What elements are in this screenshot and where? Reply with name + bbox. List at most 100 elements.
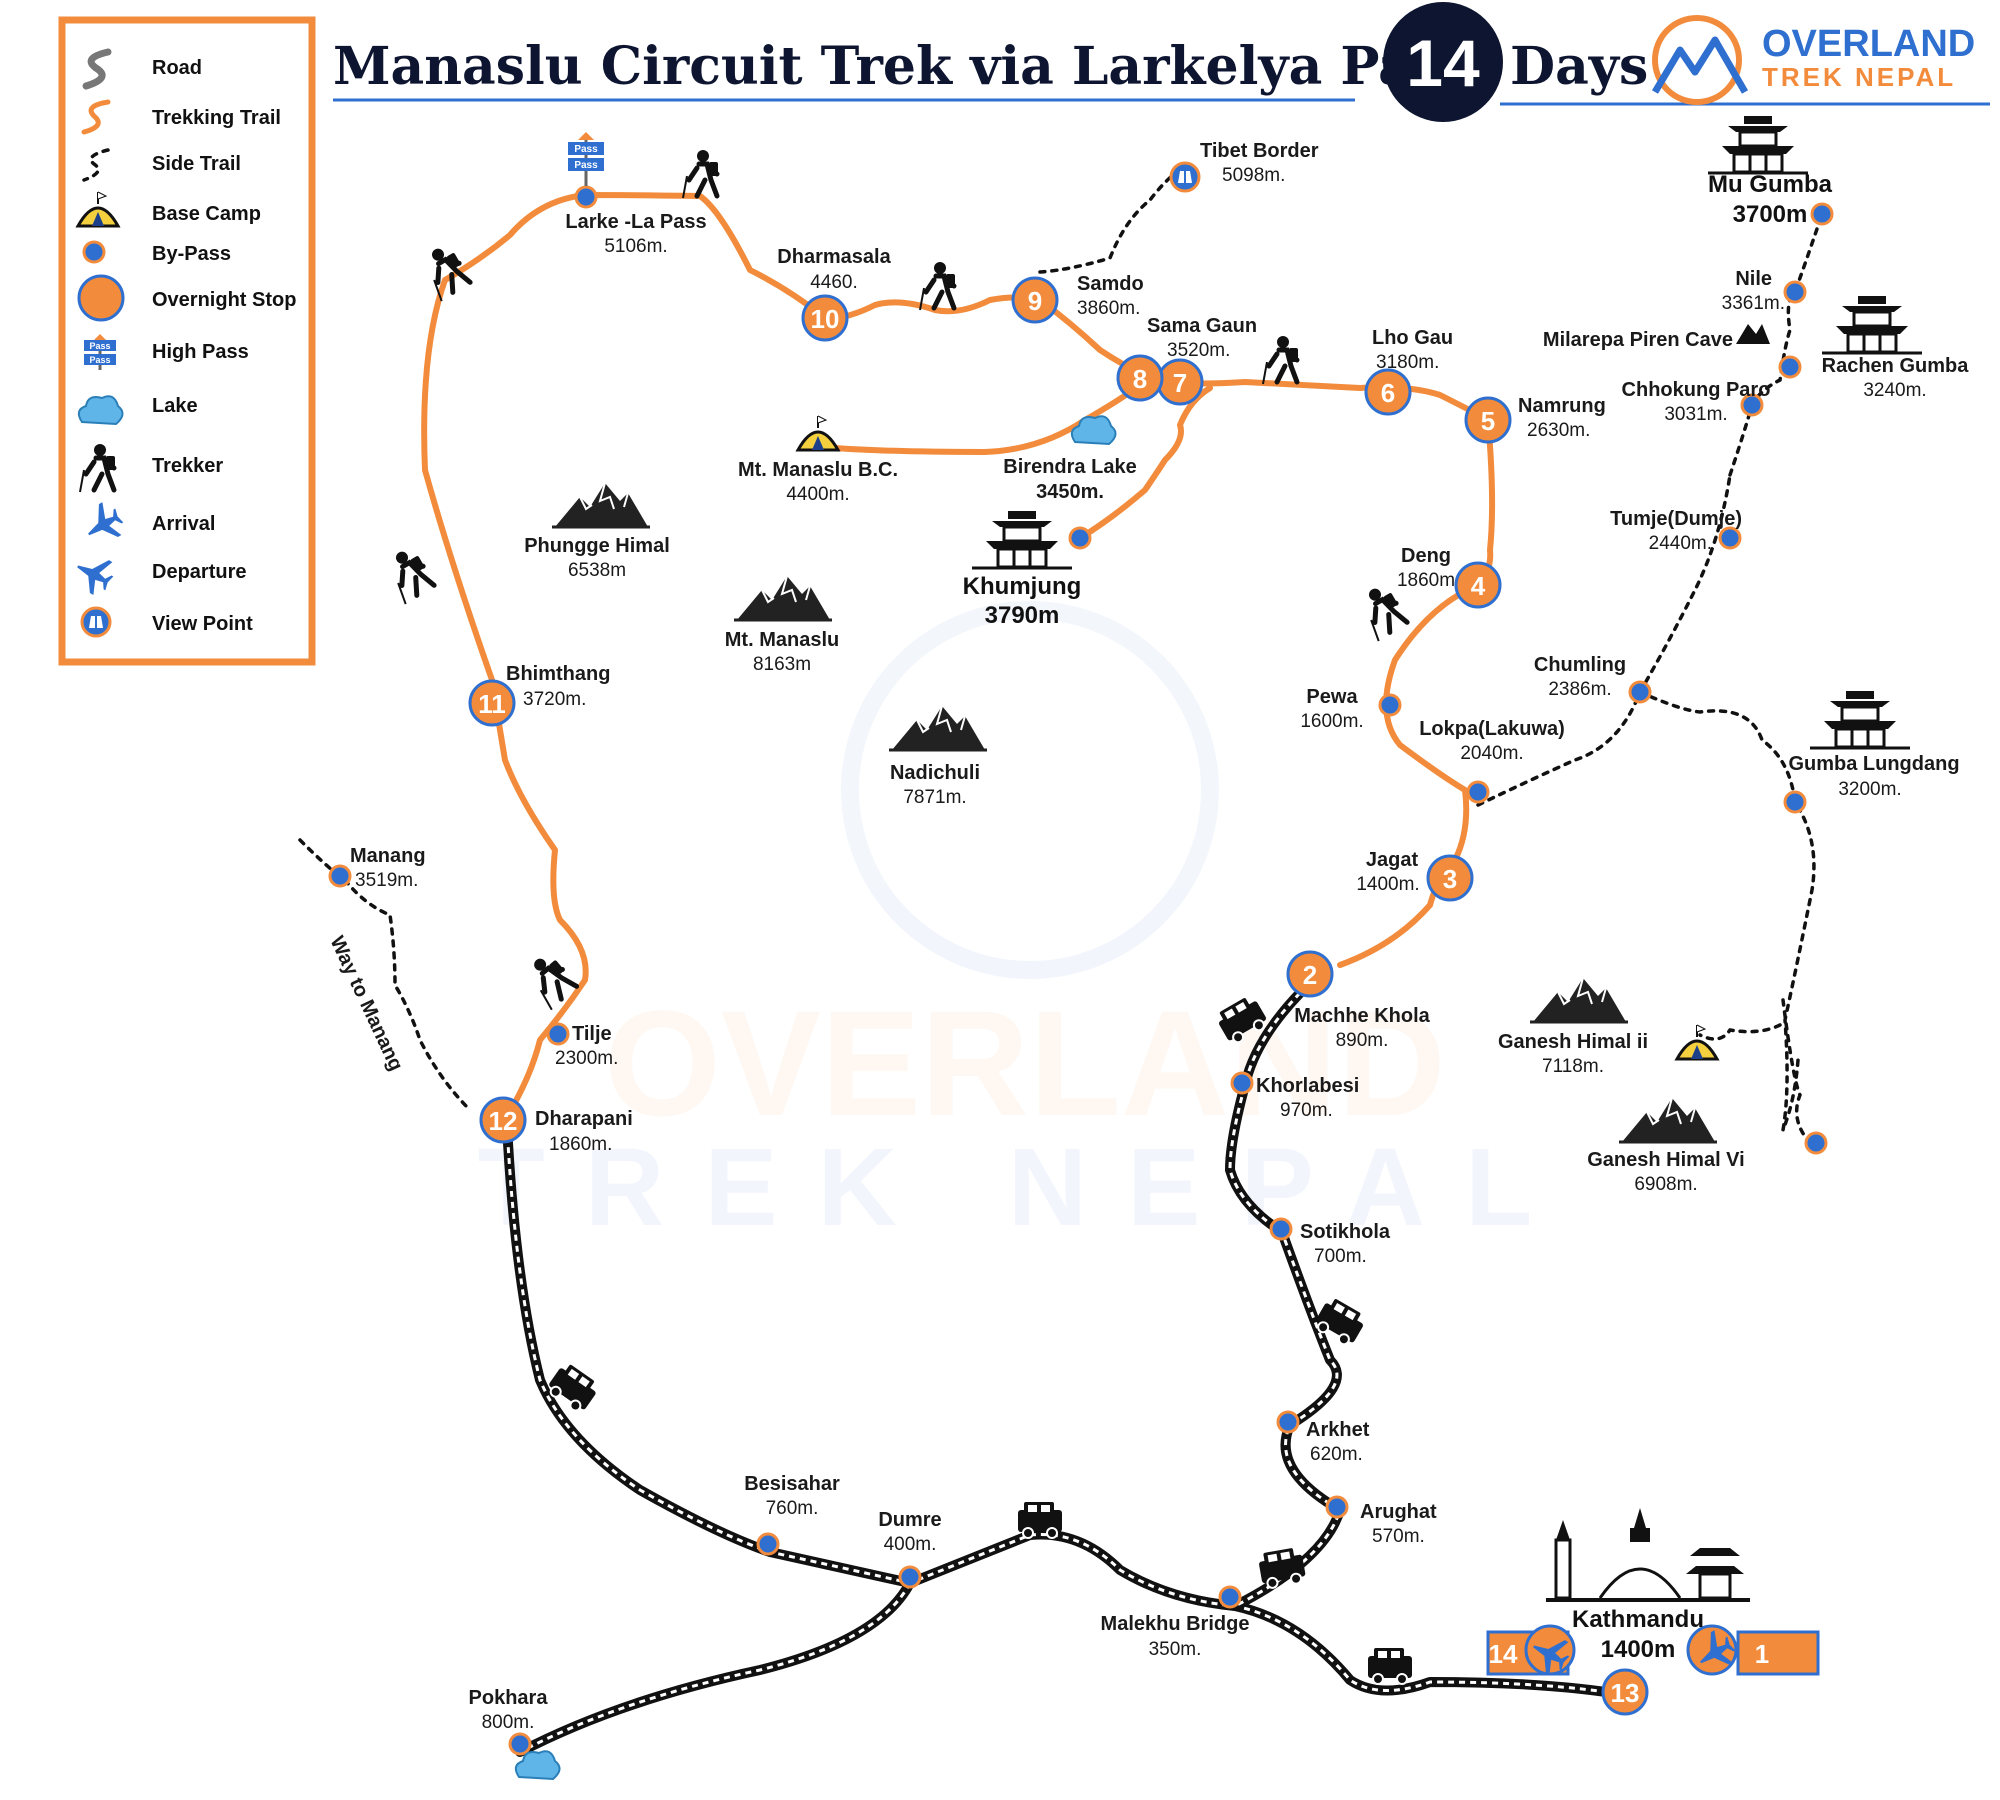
map-icons: Pass Pass <box>382 114 1924 1780</box>
svg-text:3520m.: 3520m. <box>1167 340 1230 361</box>
bypass-chumling <box>1628 680 1652 704</box>
svg-text:Pokhara: Pokhara <box>469 1687 549 1709</box>
svg-text:Departure: Departure <box>152 561 246 583</box>
trekker-icon <box>382 545 436 604</box>
svg-text:3: 3 <box>1443 864 1457 894</box>
svg-text:Khumjung: Khumjung <box>963 573 1082 600</box>
svg-text:1600m.: 1600m. <box>1300 711 1363 732</box>
svg-text:6908m.: 6908m. <box>1634 1174 1697 1195</box>
svg-text:Pass: Pass <box>89 355 110 365</box>
svg-text:Bhimthang: Bhimthang <box>506 663 610 685</box>
trekker-icon <box>920 262 955 310</box>
stop-14: 14 <box>1489 1639 1518 1669</box>
svg-text:3180m.: 3180m. <box>1376 352 1439 373</box>
mountain-icon <box>732 574 834 622</box>
monastery-icon <box>1706 114 1810 175</box>
lake-icon <box>1070 415 1117 445</box>
stop-13 <box>1601 1668 1649 1716</box>
mountain-icon <box>550 481 652 529</box>
svg-text:5106m.: 5106m. <box>604 236 667 257</box>
svg-text:Pass: Pass <box>574 160 598 171</box>
svg-text:12: 12 <box>489 1106 518 1136</box>
svg-text:Dharmasala: Dharmasala <box>777 246 891 268</box>
legend-trekking-trail: Trekking Trail <box>81 99 281 135</box>
svg-text:Pewa: Pewa <box>1306 686 1358 708</box>
svg-text:4: 4 <box>1471 571 1486 601</box>
svg-text:Sama Gaun: Sama Gaun <box>1147 315 1257 337</box>
svg-text:Deng: Deng <box>1401 545 1451 567</box>
svg-text:Dharapani: Dharapani <box>535 1108 633 1130</box>
svg-text:6: 6 <box>1381 378 1395 408</box>
bypass-mu-gumba <box>1810 202 1834 226</box>
svg-text:3450m.: 3450m. <box>1036 481 1104 503</box>
mountain-icon <box>1617 1096 1719 1144</box>
svg-text:Base Camp: Base Camp <box>152 203 261 225</box>
stop-3 <box>1426 854 1474 902</box>
svg-text:High Pass: High Pass <box>152 341 249 363</box>
stop-1: 1 <box>1755 1639 1769 1669</box>
svg-text:4400m.: 4400m. <box>786 484 849 505</box>
svg-text:Phungge Himal: Phungge Himal <box>524 535 670 557</box>
roads <box>502 988 1630 1757</box>
svg-text:Jagat: Jagat <box>1366 849 1419 871</box>
pass-sign-icon: Pass Pass <box>84 334 116 370</box>
bypass-pokhara <box>508 1732 532 1756</box>
legend-trekker: Trekker <box>80 444 223 492</box>
days-label: Days <box>1510 36 1648 97</box>
svg-text:Larke -La Pass: Larke -La Pass <box>565 211 706 233</box>
map-title: Manaslu Circuit Trek via Larkelya Pass <box>333 36 1470 97</box>
svg-text:Side Trail: Side Trail <box>152 153 241 175</box>
legend-high-pass: Pass Pass High Pass <box>84 334 249 370</box>
svg-text:Birendra Lake: Birendra Lake <box>1003 456 1136 478</box>
bypass-ganesh <box>1804 1131 1828 1155</box>
svg-text:1400m: 1400m <box>1601 1636 1676 1663</box>
svg-text:1860m: 1860m <box>1397 570 1455 591</box>
arrival-box <box>1736 1630 1820 1676</box>
svg-text:2440m.: 2440m. <box>1649 533 1712 554</box>
bypass-arkhet <box>1276 1410 1300 1434</box>
svg-text:4460.: 4460. <box>810 272 858 293</box>
svg-text:Pass: Pass <box>574 144 598 155</box>
view-point-icon <box>1169 161 1201 193</box>
bypass-khumjung <box>1068 526 1092 550</box>
legend-arrival: Arrival <box>78 498 215 550</box>
svg-text:Nadichuli: Nadichuli <box>890 762 980 784</box>
svg-text:Tumje(Dumje): Tumje(Dumje) <box>1610 508 1742 530</box>
road-icon <box>82 48 112 90</box>
side-trail-icon <box>82 148 110 182</box>
svg-text:400m.: 400m. <box>884 1534 937 1555</box>
stop-4 <box>1454 561 1502 609</box>
legend-by-pass: By-Pass <box>82 240 231 265</box>
svg-text:7: 7 <box>1173 368 1187 398</box>
svg-text:3361m.: 3361m. <box>1722 293 1785 314</box>
cave-icon <box>1736 324 1770 344</box>
svg-text:Kathmandu: Kathmandu <box>1572 1606 1704 1633</box>
svg-text:3031m.: 3031m. <box>1664 404 1727 425</box>
svg-text:Tibet Border: Tibet Border <box>1200 140 1319 162</box>
svg-text:Malekhu Bridge: Malekhu Bridge <box>1101 1613 1250 1635</box>
svg-text:Lho Gau: Lho Gau <box>1372 327 1453 349</box>
svg-text:OVERLAND: OVERLAND <box>604 979 1446 1147</box>
legend-side-trail: Side Trail <box>82 148 241 182</box>
svg-text:570m.: 570m. <box>1372 1526 1425 1547</box>
svg-text:3200m.: 3200m. <box>1838 779 1901 800</box>
svg-text:6538m: 6538m <box>568 560 626 581</box>
trekker-icon <box>1263 336 1298 384</box>
legend-departure: Departure <box>69 548 246 600</box>
legend: Road Trekking Trail Side Trail Base Camp… <box>58 16 316 666</box>
svg-text:Machhe Khola: Machhe Khola <box>1294 1005 1430 1027</box>
bypass-larke <box>574 185 598 209</box>
bypass-malekhu <box>1218 1585 1242 1609</box>
svg-text:760m.: 760m. <box>766 1498 819 1519</box>
view-point-icon <box>80 606 112 638</box>
svg-text:2386m.: 2386m. <box>1548 679 1611 700</box>
svg-text:Tilje: Tilje <box>572 1023 612 1045</box>
bypass-gumba-lungdang <box>1783 790 1807 814</box>
svg-text:9: 9 <box>1028 286 1042 316</box>
svg-text:2: 2 <box>1303 960 1317 990</box>
svg-text:800m.: 800m. <box>482 1712 535 1733</box>
trail-icon <box>81 99 111 135</box>
bypass-khorlabesi <box>1230 1071 1254 1095</box>
stop-8 <box>1116 354 1164 402</box>
svg-text:13: 13 <box>1611 1678 1640 1708</box>
